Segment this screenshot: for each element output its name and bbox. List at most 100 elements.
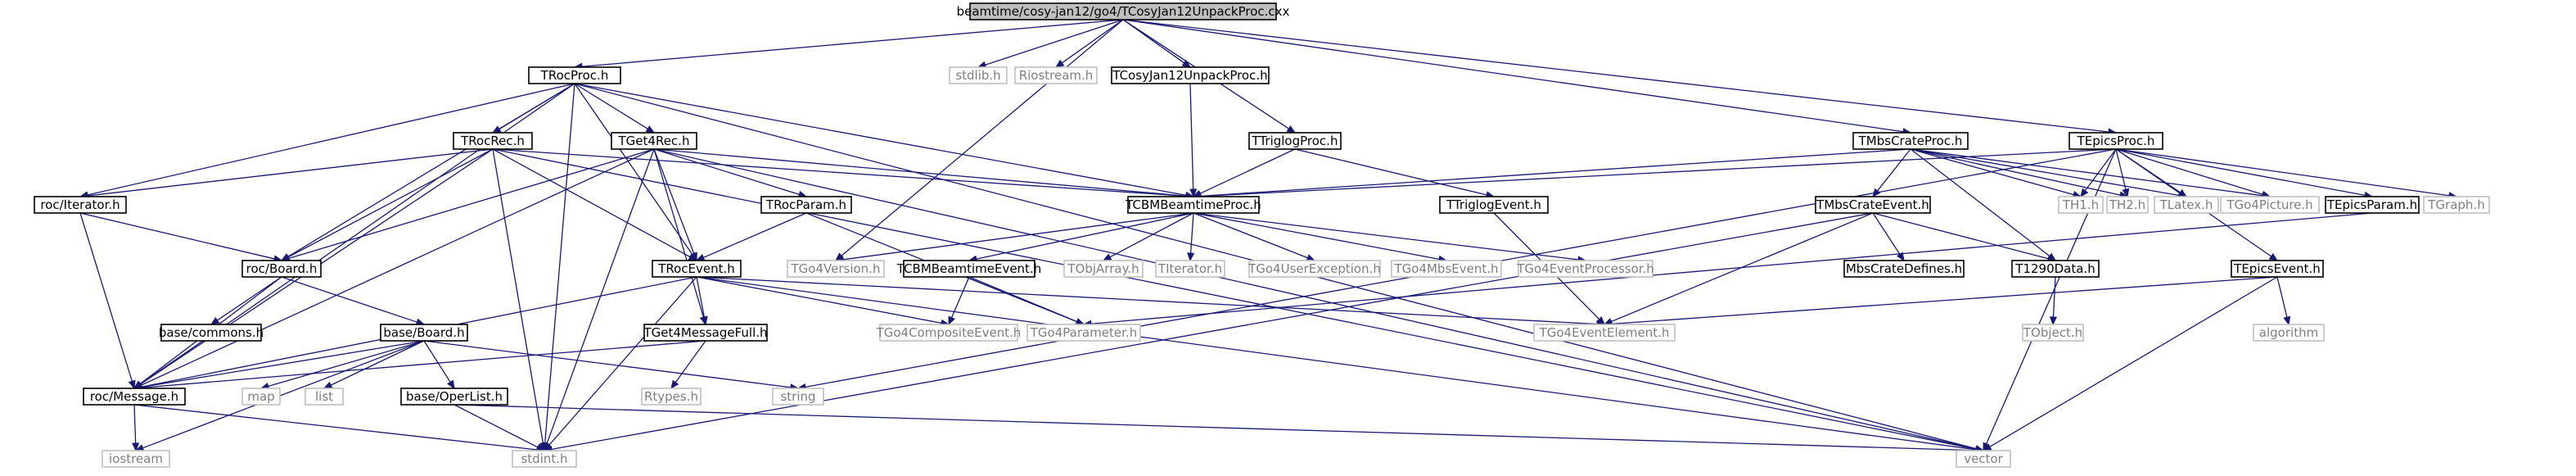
node-tget4msgfull[interactable]: TGet4MessageFull.h bbox=[643, 324, 768, 342]
node-ttriglogevent[interactable]: TTriglogEvent.h bbox=[1439, 196, 1549, 214]
node-trocparam[interactable]: TRocParam.h bbox=[760, 196, 852, 214]
edge-tcbmevent-to-tgo4compevent bbox=[948, 276, 970, 326]
edge-trocevent-to-tgo4eventelem bbox=[696, 276, 1606, 329]
edge-arrowhead bbox=[1187, 252, 1195, 262]
edge-line bbox=[79, 212, 133, 382]
edge-line bbox=[696, 276, 942, 324]
edge-line bbox=[1189, 212, 1194, 254]
node-label: roc/Iterator.h bbox=[40, 197, 120, 212]
edge-line bbox=[2052, 276, 2056, 318]
node-label: TRocRec.h bbox=[460, 134, 525, 148]
edge-root-to-trocproc bbox=[573, 19, 1124, 70]
node-label: TH1.h bbox=[2062, 197, 2099, 212]
node-box bbox=[1014, 66, 1098, 84]
node-ttriglogproc[interactable]: TTriglogProc.h bbox=[1248, 132, 1342, 150]
node-box bbox=[102, 450, 170, 468]
edge-line bbox=[574, 83, 1187, 197]
node-rtypes: Rtypes.h bbox=[641, 388, 702, 406]
node-label: stdlib.h bbox=[955, 68, 1000, 83]
node-rocmessage[interactable]: roc/Message.h bbox=[83, 388, 186, 406]
edge-tepicsproc-to-th1 bbox=[2080, 148, 2117, 198]
node-tgo4mbsevent: TGo4MbsEvent.h bbox=[1391, 260, 1502, 278]
edge-root-to-riostream bbox=[1054, 19, 1124, 68]
node-root[interactable]: beamtime/cosy-jan12/go4/TCosyJan12Unpack… bbox=[957, 2, 1290, 20]
node-box bbox=[2154, 196, 2219, 214]
node-box bbox=[1843, 260, 1965, 278]
edge-tget4rec-to-trocparam bbox=[653, 148, 808, 198]
edge-arrowhead bbox=[670, 379, 679, 390]
edge-line bbox=[87, 83, 575, 196]
node-t1290data[interactable]: T1290Data.h bbox=[2011, 260, 2100, 278]
edge-line bbox=[574, 83, 648, 129]
edge-line bbox=[423, 340, 792, 388]
node-box bbox=[652, 260, 742, 278]
node-mbscratedefines[interactable]: MbsCrateDefines.h bbox=[1843, 260, 1965, 278]
edge-line bbox=[544, 83, 575, 444]
node-label: TGo4EventElement.h bbox=[1539, 325, 1670, 340]
edge-tcosy-to-tcbmproc bbox=[1189, 83, 1198, 198]
node-label: TEpicsEvent.h bbox=[2233, 261, 2321, 276]
edge-tmbscrateproc-to-th1 bbox=[1910, 148, 2082, 198]
node-tcbmproc[interactable]: TCBMBeamtimeProc.h bbox=[1125, 196, 1261, 214]
node-box bbox=[305, 388, 344, 406]
node-box bbox=[1439, 196, 1549, 214]
edge-line bbox=[492, 148, 544, 444]
edge-trocevent-to-tget4msgfull bbox=[696, 276, 708, 326]
edge-line bbox=[1872, 212, 2049, 260]
node-box bbox=[2325, 196, 2420, 214]
edge-rocboard-to-basecommons bbox=[210, 276, 282, 325]
node-tcosy[interactable]: TCosyJan12UnpackProc.h bbox=[1111, 66, 1270, 84]
node-basecommons[interactable]: base/commons.h bbox=[159, 324, 264, 342]
node-trocrec[interactable]: TRocRec.h bbox=[453, 132, 533, 150]
edge-rocmessage-to-stdint bbox=[133, 404, 546, 454]
node-box bbox=[83, 388, 186, 406]
edge-baseboard-to-map bbox=[259, 340, 425, 390]
edge-line bbox=[140, 148, 655, 386]
node-trocevent[interactable]: TRocEvent.h bbox=[652, 260, 742, 278]
node-tcbmevent[interactable]: TCBMBeamtimeEvent.h bbox=[896, 260, 1041, 278]
node-tmbscrateproc[interactable]: TMbsCrateProc.h bbox=[1852, 132, 1969, 150]
node-box bbox=[879, 324, 1018, 342]
node-box bbox=[1956, 450, 2011, 468]
node-tepicsevent[interactable]: TEpicsEvent.h bbox=[2231, 260, 2324, 278]
edge-arrowhead bbox=[2080, 188, 2089, 198]
edge-line bbox=[1877, 148, 1911, 192]
node-baseboard[interactable]: base/Board.h bbox=[380, 324, 468, 342]
node-label: TIterator.h bbox=[1157, 261, 1222, 276]
edge-line bbox=[87, 148, 494, 197]
node-label: TRocEvent.h bbox=[657, 261, 735, 276]
node-rocboard[interactable]: roc/Board.h bbox=[241, 260, 322, 278]
edge-line bbox=[696, 276, 1598, 325]
node-tobject: TObject.h bbox=[2022, 324, 2084, 342]
edge-arrowhead bbox=[2177, 188, 2188, 197]
edge-arrowhead bbox=[1189, 188, 1198, 198]
node-tepicsproc[interactable]: TEpicsProc.h bbox=[2068, 132, 2163, 150]
node-box bbox=[400, 388, 508, 406]
node-tepicsparam[interactable]: TEpicsParam.h bbox=[2325, 196, 2420, 214]
edge-line bbox=[1989, 276, 2278, 447]
edge-line bbox=[423, 340, 451, 383]
node-box bbox=[1063, 260, 1144, 278]
node-tgraph: TGraph.h bbox=[2423, 196, 2490, 214]
edge-line bbox=[217, 276, 282, 321]
node-tget4rec[interactable]: TGet4Rec.h bbox=[611, 132, 697, 150]
edge-arrowhead bbox=[1075, 318, 1085, 325]
node-box bbox=[1127, 196, 1260, 214]
edge-line bbox=[287, 148, 494, 258]
node-rociterator[interactable]: roc/Iterator.h bbox=[34, 196, 127, 214]
node-label: beamtime/cosy-jan12/go4/TCosyJan12Unpack… bbox=[957, 4, 1290, 19]
edge-line bbox=[287, 83, 575, 257]
node-box bbox=[512, 450, 577, 468]
node-trocproc[interactable]: TRocProc.h bbox=[528, 66, 621, 84]
edge-line bbox=[985, 19, 1124, 66]
node-label: TH2.h bbox=[2109, 197, 2145, 212]
node-baseoperlist[interactable]: base/OperList.h bbox=[400, 388, 508, 406]
node-tgo4parameter: TGo4Parameter.h bbox=[1026, 324, 1141, 342]
node-label: vector bbox=[1964, 451, 2003, 466]
edge-line bbox=[2115, 148, 2366, 196]
edge-line bbox=[2115, 148, 2450, 197]
node-box bbox=[528, 66, 621, 84]
node-tmbscrateevent[interactable]: TMbsCrateEvent.h bbox=[1815, 196, 1931, 214]
edge-line bbox=[1910, 148, 2180, 197]
edge-arrowhead bbox=[695, 254, 706, 261]
